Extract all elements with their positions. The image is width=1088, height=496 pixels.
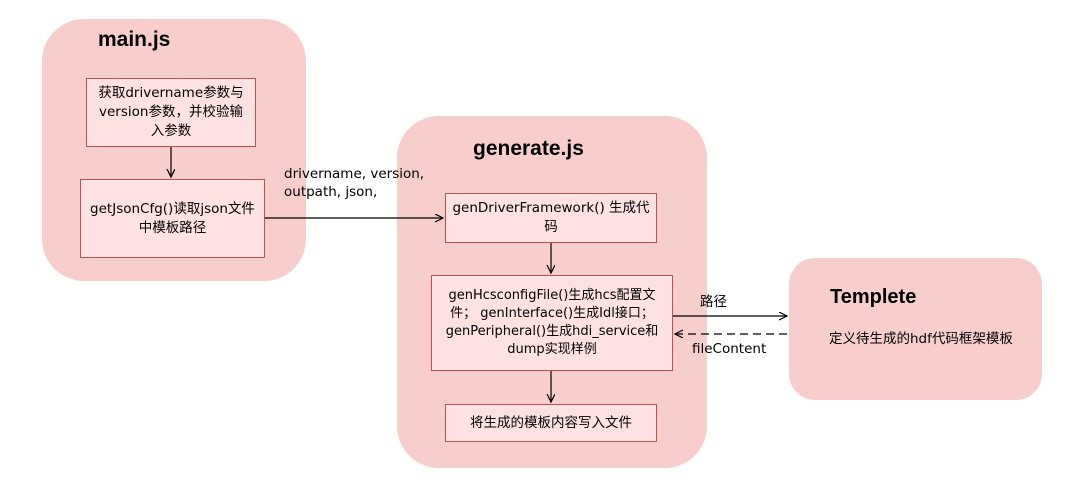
gen-driver-framework-node: genDriverFramework() 生成代码 [445, 193, 657, 243]
edge-label-file-content: fileContent [692, 341, 767, 357]
validate-params-node: 获取drivername参数与version参数，并校验输入参数 [86, 78, 256, 147]
edge-label-path: 路径 [700, 294, 727, 310]
write-files-node: 将生成的模板内容写入文件 [445, 404, 657, 442]
gen-configs-node: genHcsconfigFile()生成hcs配置文件； genInterfac… [431, 275, 673, 371]
generate-js-title: generate.js [473, 137, 584, 160]
main-js-title: main.js [98, 28, 171, 51]
edge-label-params: drivername, version, outpath, json, [284, 166, 425, 200]
template-group [789, 258, 1042, 400]
get-json-cfg-node: getJsonCfg()读取json文件中模板路径 [80, 179, 265, 258]
template-description: 定义待生成的hdf代码框架模板 [829, 331, 1013, 347]
template-title: Templete [830, 286, 917, 308]
